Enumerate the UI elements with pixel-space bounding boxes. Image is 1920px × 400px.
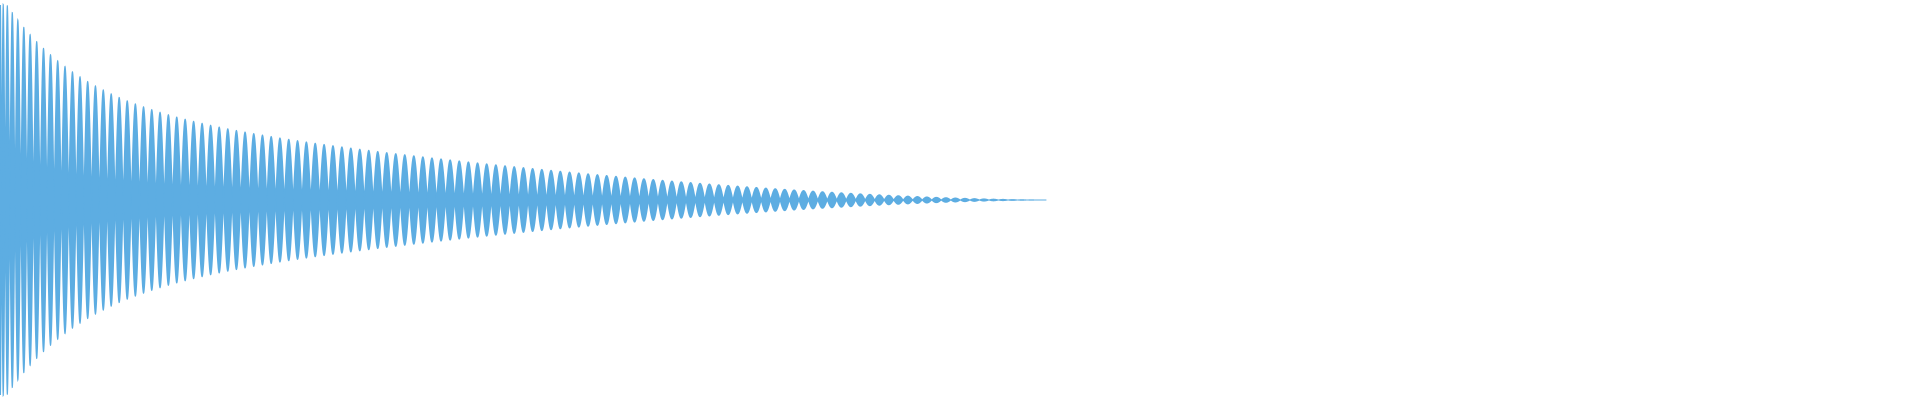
waveform-signal — [0, 2, 1047, 398]
